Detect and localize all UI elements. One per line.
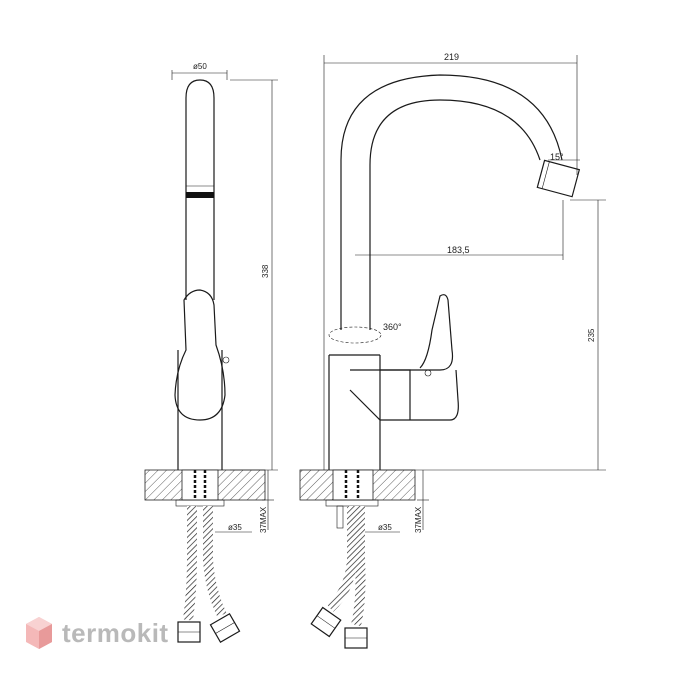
side-reach-label: 183,5: [447, 245, 470, 255]
side-mount-thickness-label: 37MAX: [414, 506, 423, 533]
side-spout-height-label: 235: [587, 328, 596, 342]
side-view: 219 15° 183,5 360° 235: [299, 52, 606, 649]
hexagon-cube-icon: [26, 617, 52, 649]
front-mount-thickness-label: 37MAX: [259, 506, 268, 533]
front-hose-diameter-label: ø35: [228, 523, 242, 532]
front-height-label: 338: [261, 264, 270, 278]
logo-text: termokit: [62, 617, 169, 648]
side-width-label: 219: [444, 52, 459, 62]
termokit-logo: termokit: [24, 612, 169, 654]
side-angle-label: 15°: [550, 152, 564, 162]
front-view: ø50 338 37MAX ø35: [144, 62, 278, 643]
side-rotation-label: 360°: [383, 322, 402, 332]
side-hose-diameter-label: ø35: [378, 523, 392, 532]
front-top-diameter-label: ø50: [193, 62, 207, 71]
